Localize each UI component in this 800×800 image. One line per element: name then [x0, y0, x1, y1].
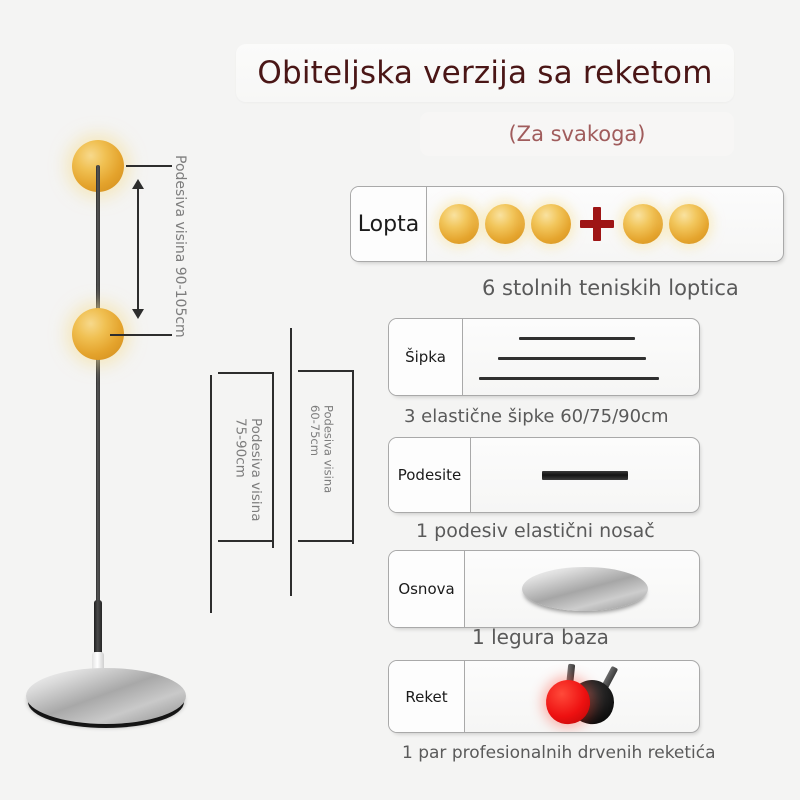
spec-caption-lopta: 6 stolnih teniskih loptica — [482, 276, 739, 300]
elastic-holder-icon — [542, 470, 628, 480]
dimension-line-lower-left — [290, 328, 292, 596]
dimension-label-upper: Podesiva visina 90-105cm — [172, 155, 189, 338]
spec-body-podesite — [471, 438, 699, 512]
spec-panel-osnova: Osnova — [388, 550, 700, 628]
spec-caption-osnova: 1 legura baza — [472, 625, 609, 649]
spec-label-osnova: Osnova — [389, 551, 465, 627]
spec-label-lopta: Lopta — [351, 187, 427, 261]
spec-panel-lopta: Lopta — [350, 186, 784, 262]
spec-caption-sipka: 3 elastične šipke 60/75/90cm — [404, 406, 669, 427]
dimension-cap-lower-top — [298, 370, 354, 372]
rod-group — [463, 319, 699, 395]
spec-label-podesite: Podesite — [389, 438, 471, 512]
spec-caption-podesite: 1 podesiv elastični nosač — [416, 520, 655, 542]
title-banner: Obiteljska verzija sa reketom — [236, 44, 734, 102]
spec-body-lopta — [427, 187, 783, 261]
spec-body-sipka — [463, 319, 699, 395]
dimension-label-lower: Podesiva visina 60-75cm — [308, 405, 336, 494]
dimension-cap-lower-bottom — [298, 540, 354, 542]
page-title: Obiteljska verzija sa reketom — [257, 55, 713, 91]
plus-icon — [580, 207, 614, 241]
dimension-line-lower-right — [352, 370, 354, 544]
trainer-rod-lower — [94, 600, 102, 658]
paddle-pair-icon — [522, 663, 642, 730]
spec-panel-sipka: Šipka — [388, 318, 700, 396]
ball-item — [485, 204, 525, 244]
dimension-arrow-upper — [132, 179, 144, 319]
trainer-base-disc — [26, 668, 186, 724]
page-subtitle: (Za svakoga) — [508, 122, 646, 146]
dimension-cap-middle-bottom — [218, 540, 274, 542]
dimension-line-middle-right — [272, 372, 274, 548]
spec-panel-reket: Reket — [388, 660, 700, 733]
alloy-base-icon — [522, 567, 648, 611]
rod-item-short — [519, 337, 635, 340]
rod-item-long — [479, 377, 659, 380]
spec-panel-podesite: Podesite — [388, 437, 700, 513]
dimension-cap-upper-bottom — [110, 334, 172, 336]
ball-group — [439, 204, 709, 244]
spec-label-sipka: Šipka — [389, 319, 463, 395]
ball-item — [669, 204, 709, 244]
ball-item — [623, 204, 663, 244]
dimension-cap-middle-top — [218, 372, 274, 374]
spec-label-reket: Reket — [389, 661, 465, 732]
spec-caption-reket: 1 par profesionalnih drvenih reketića — [402, 743, 716, 763]
spec-body-osnova — [465, 551, 699, 627]
subtitle-banner: (Za svakoga) — [420, 112, 734, 156]
dimension-line-middle-left — [210, 375, 212, 613]
trainer-rod — [96, 165, 100, 637]
dimension-cap-upper-top — [126, 165, 172, 167]
ball-item — [531, 204, 571, 244]
ball-item — [439, 204, 479, 244]
dimension-label-middle: Podesiva visina 75-90cm — [232, 418, 265, 522]
rod-item-medium — [498, 357, 646, 360]
spec-body-reket — [465, 661, 699, 732]
